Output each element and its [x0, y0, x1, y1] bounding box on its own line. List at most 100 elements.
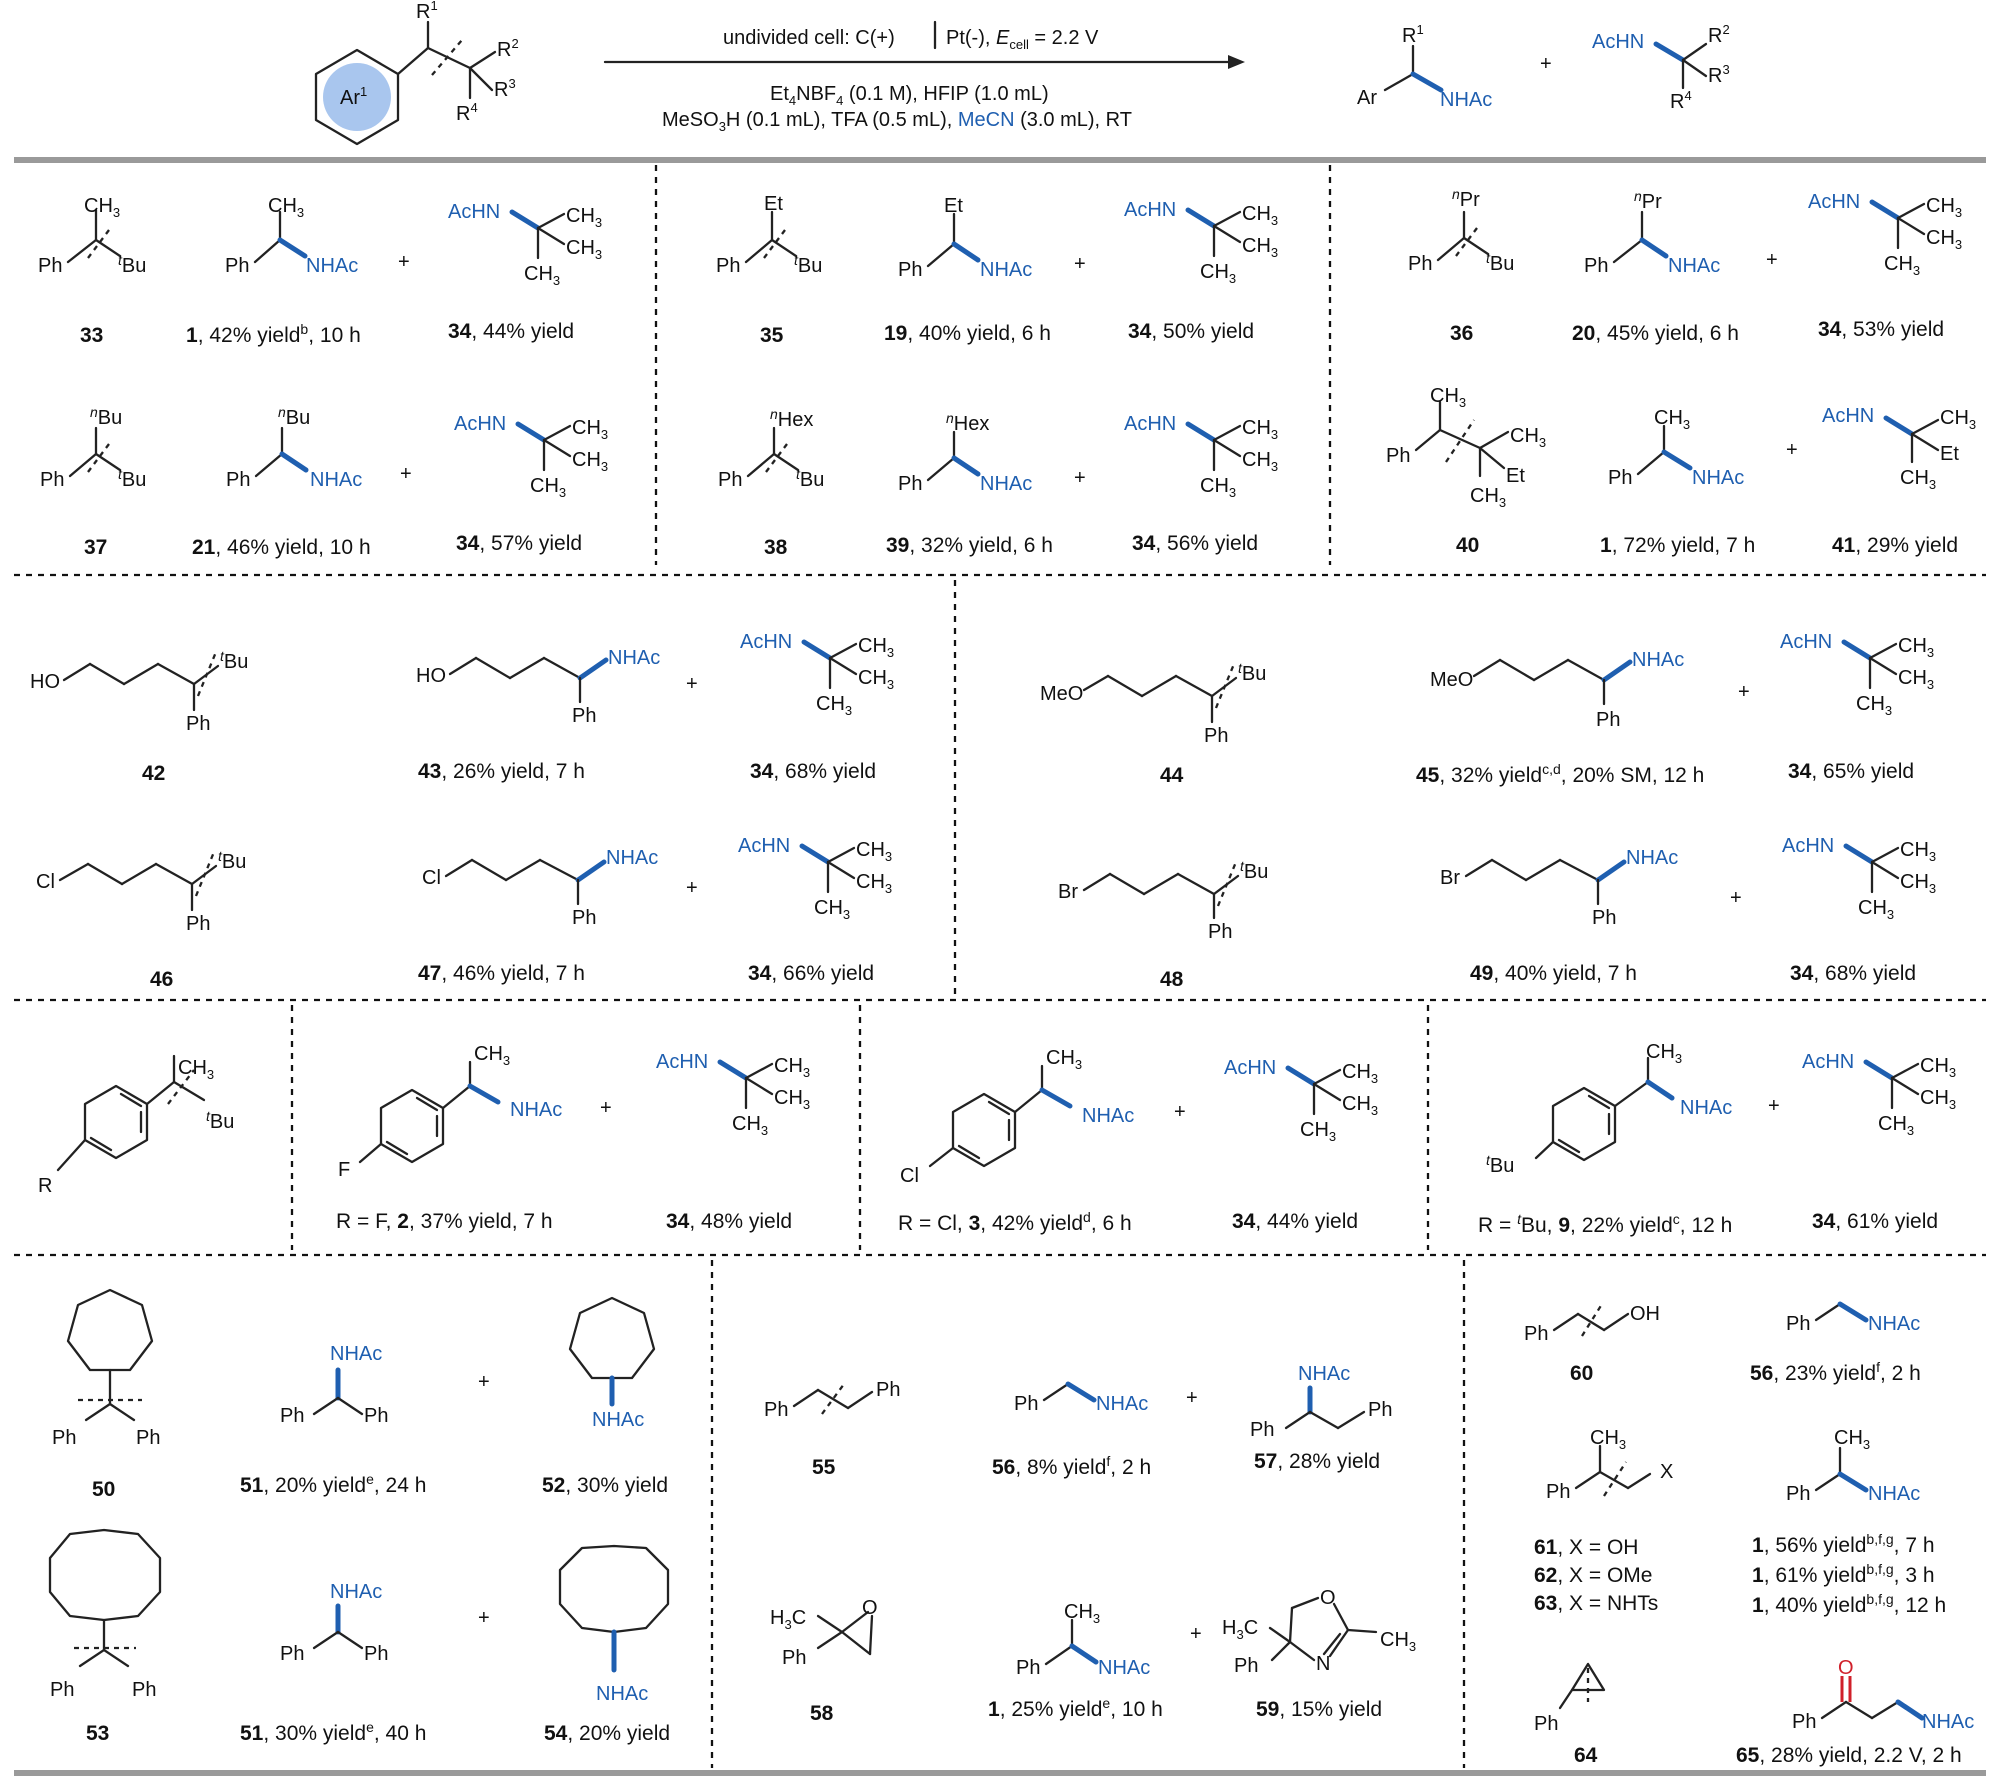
svg-text:NHAc: NHAc	[608, 647, 660, 669]
entry-1-c: Ph CH3 NHAc + 1, 25% yielde, 10 h	[988, 1601, 1202, 1721]
svg-text:21, 46% yield, 10 h: 21, 46% yield, 10 h	[192, 536, 371, 559]
entry-54: NHAc 54, 20% yield	[544, 1544, 670, 1745]
svg-text:1, 42% yieldb, 10 h: 1, 42% yieldb, 10 h	[186, 321, 361, 347]
svg-text:AcHN: AcHN	[1822, 405, 1874, 427]
svg-text:NHAc: NHAc	[606, 847, 658, 869]
svg-text:34, 65% yield: 34, 65% yield	[1788, 760, 1914, 783]
svg-text:34, 68% yield: 34, 68% yield	[750, 760, 876, 783]
svg-text:55: 55	[812, 1456, 836, 1479]
svg-text:Br: Br	[1440, 867, 1460, 889]
svg-text:+: +	[1074, 253, 1086, 275]
svg-text:36: 36	[1450, 322, 1473, 345]
svg-text:+: +	[1768, 1095, 1780, 1117]
svg-text:62, X = OMe: 62, X = OMe	[1534, 1564, 1652, 1587]
svg-text:Ph: Ph	[38, 255, 62, 277]
svg-text:nHex: nHex	[770, 406, 813, 431]
svg-text:nHex: nHex	[946, 410, 989, 435]
svg-text:Br: Br	[1058, 881, 1078, 903]
entry-49: Br NHAc Ph + 49, 40% yield, 7 h	[1440, 847, 1742, 985]
svg-text:1, 72% yield, 7 h: 1, 72% yield, 7 h	[1600, 534, 1755, 557]
svg-text:+: +	[1540, 53, 1552, 75]
svg-text:Ph: Ph	[186, 713, 210, 735]
svg-text:Ph: Ph	[1234, 1655, 1258, 1677]
svg-text:65, 28% yield, 2.2 V, 2 h: 65, 28% yield, 2.2 V, 2 h	[1736, 1744, 1962, 1767]
svg-text:34, 57% yield: 34, 57% yield	[456, 532, 582, 555]
svg-text:Ph: Ph	[572, 907, 596, 929]
svg-text:40: 40	[1456, 534, 1479, 557]
svg-text:NHAc: NHAc	[1082, 1105, 1134, 1127]
svg-text:HO: HO	[416, 665, 446, 687]
svg-text:34, 61% yield: 34, 61% yield	[1812, 1210, 1938, 1233]
svg-text:O: O	[862, 1597, 878, 1619]
svg-text:48: 48	[1160, 968, 1184, 991]
svg-text:tBu: tBu	[1240, 858, 1268, 883]
svg-text:60: 60	[1570, 1362, 1593, 1385]
svg-text:Ph: Ph	[1534, 1713, 1558, 1735]
svg-text:O: O	[1320, 1587, 1336, 1609]
svg-text:Ph: Ph	[225, 255, 249, 277]
entry-34-f: 34, 68% yield	[740, 631, 894, 783]
general-reaction: Ar1 R1 R2 R3 R4 undivided cell: C(+) Pt(…	[314, 0, 1730, 146]
svg-text:Cl: Cl	[422, 867, 441, 889]
svg-text:Ph: Ph	[898, 259, 922, 281]
svg-text:Ph: Ph	[364, 1405, 388, 1427]
svg-text:+: +	[686, 673, 698, 695]
entry-56-a: Ph NHAc + 56, 8% yieldf, 2 h	[992, 1381, 1198, 1479]
svg-text:+: +	[478, 1371, 490, 1393]
entry-1-a: Ph CH3 NHAc + 1, 42% yieldb, 10 h	[186, 195, 410, 347]
svg-text:Ar: Ar	[1357, 87, 1377, 109]
svg-text:1, 61% yieldb,f,g, 3 h: 1, 61% yieldb,f,g, 3 h	[1752, 1561, 1935, 1587]
conditions-line-1: undivided cell: C(+)	[723, 27, 895, 49]
svg-text:CH3: CH3	[1430, 385, 1466, 410]
svg-text:Ph: Ph	[226, 469, 250, 491]
entry-34-c: 34, 53% yield	[1808, 191, 1962, 341]
svg-text:Ph: Ph	[280, 1405, 304, 1427]
svg-text:CH3: CH3	[1654, 407, 1690, 432]
svg-text:R3: R3	[1708, 62, 1730, 87]
svg-text:CH3: CH3	[1470, 485, 1506, 510]
svg-text:Ph: Ph	[1792, 1711, 1816, 1733]
svg-text:tBu: tBu	[118, 466, 146, 491]
svg-text:Ph: Ph	[132, 1679, 156, 1701]
entry-55: Ph Ph 55	[764, 1379, 900, 1479]
svg-text:OH: OH	[1630, 1303, 1660, 1325]
entry-50: Ph Ph 50	[52, 1288, 160, 1501]
svg-text:tBu: tBu	[1238, 660, 1266, 685]
svg-text:CH3: CH3	[1590, 1427, 1626, 1452]
svg-text:34, 50% yield: 34, 50% yield	[1128, 320, 1254, 343]
svg-text:45, 32% yieldc,d, 20% SM, 12 h: 45, 32% yieldc,d, 20% SM, 12 h	[1416, 761, 1704, 787]
svg-text:Ph: Ph	[1592, 907, 1616, 929]
svg-text:39, 32% yield, 6 h: 39, 32% yield, 6 h	[886, 534, 1053, 557]
svg-text:Ph: Ph	[1524, 1323, 1548, 1345]
svg-text:NHAc: NHAc	[1692, 467, 1744, 489]
svg-text:NHAc: NHAc	[980, 473, 1032, 495]
svg-text:50: 50	[92, 1478, 115, 1501]
entry-53: Ph Ph 53	[48, 1528, 162, 1745]
svg-text:NHAc: NHAc	[980, 259, 1032, 281]
svg-text:19, 40% yield, 6 h: 19, 40% yield, 6 h	[884, 322, 1051, 345]
svg-text:nPr: nPr	[1634, 188, 1662, 213]
svg-text:Ph: Ph	[1014, 1393, 1038, 1415]
entry-1-b: Ph CH3 NHAc + 1, 72% yield, 7 h	[1600, 407, 1798, 557]
svg-text:tBu: tBu	[794, 252, 822, 277]
svg-text:R4: R4	[1670, 88, 1692, 113]
svg-text:NHAc: NHAc	[510, 1099, 562, 1121]
svg-text:1, 25% yielde, 10 h: 1, 25% yielde, 10 h	[988, 1695, 1163, 1721]
svg-text:Ph: Ph	[1786, 1483, 1810, 1505]
svg-text:tBu: tBu	[218, 848, 246, 873]
entry-56-b: Ph NHAc 56, 23% yieldf, 2 h	[1750, 1301, 1921, 1385]
entry-general-aryl: R CH3 tBu	[38, 1054, 234, 1197]
svg-text:Ph: Ph	[1608, 467, 1632, 489]
entry-34-k: 34, 44% yield	[1224, 1057, 1378, 1233]
svg-text:34, 56% yield: 34, 56% yield	[1132, 532, 1258, 555]
svg-text:Ph: Ph	[1204, 725, 1228, 747]
svg-text:NHAc: NHAc	[330, 1581, 382, 1603]
entry-38: Ph nHex tBu 38	[718, 406, 824, 559]
entry-33: Ph CH3 tBu 33	[38, 195, 146, 347]
svg-text:46: 46	[150, 968, 173, 991]
svg-text:tBu: tBu	[118, 252, 146, 277]
svg-text:+: +	[400, 463, 412, 485]
svg-text:+: +	[1738, 681, 1750, 703]
svg-text:CH3: CH3	[1940, 407, 1976, 432]
